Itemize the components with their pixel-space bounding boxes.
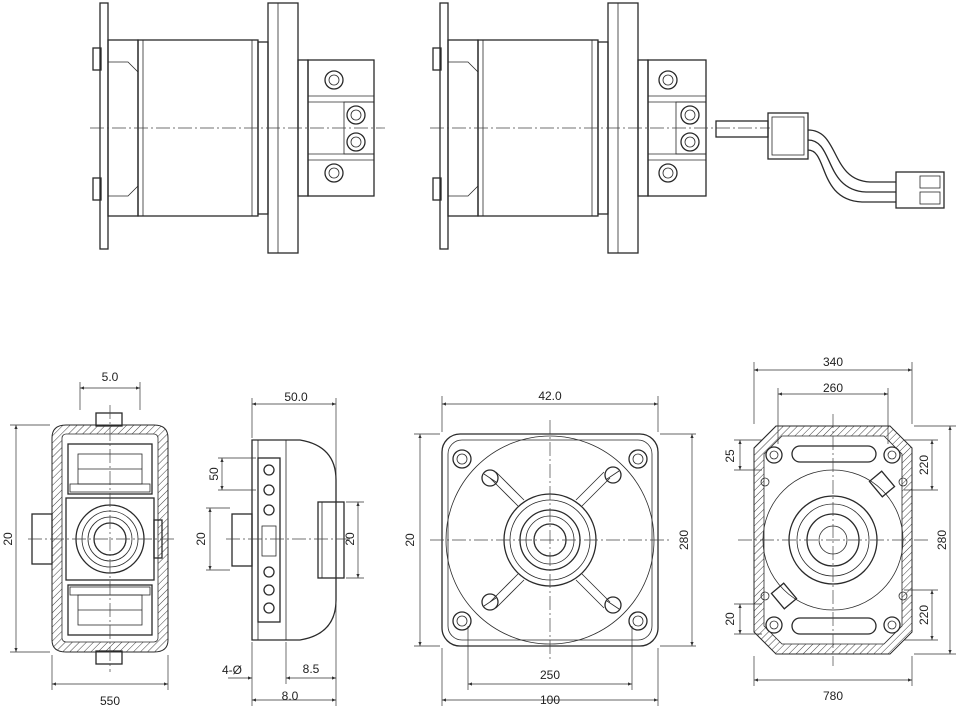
dim-v4-bottom: 780 [823, 689, 843, 703]
section-view: 5.0 20 550 [1, 370, 176, 708]
dim-v4-top-outer: 340 [823, 355, 843, 369]
dim-v4-left-lower: 20 [723, 612, 737, 626]
dim-v2-mid-right: 20 [343, 532, 357, 546]
dim-v4-left-upper: 25 [723, 449, 737, 463]
dim-v3-top: 42.0 [538, 389, 562, 403]
dim-v4-height: 280 [935, 530, 949, 550]
front-flange-view: 42.0 20 280 250 100 [403, 389, 696, 707]
dim-v1-top: 5.0 [102, 370, 119, 384]
dim-v2-mid-left: 20 [194, 532, 208, 546]
dim-v2-hole: 4-Ø [222, 663, 242, 677]
dim-v2-bottom-total: 8.0 [282, 689, 299, 703]
side-view-left [90, 2, 385, 254]
dim-v2-bottom-right: 8.5 [303, 662, 320, 676]
dim-v1-bottom: 550 [100, 694, 120, 708]
side-view-right [430, 2, 945, 254]
rear-view: 340 260 25 20 220 220 280 780 [723, 355, 956, 703]
dim-v2-top: 50.0 [284, 390, 308, 404]
dim-v2-upper: 50 [207, 467, 221, 481]
side-profile-view: 50.0 50 20 20 4-Ø 8.5 8.0 [194, 390, 364, 706]
dim-v3-bottom-inner: 250 [540, 668, 560, 682]
dim-v3-bottom-total: 100 [540, 693, 560, 707]
dim-v1-height: 20 [1, 532, 15, 546]
dim-v3-height-right: 280 [677, 530, 691, 550]
dim-v4-right-lower: 220 [917, 605, 931, 625]
dim-v3-height-left: 20 [403, 533, 417, 547]
dim-v4-right-upper: 220 [917, 455, 931, 475]
dim-v4-top-inner: 260 [823, 381, 843, 395]
